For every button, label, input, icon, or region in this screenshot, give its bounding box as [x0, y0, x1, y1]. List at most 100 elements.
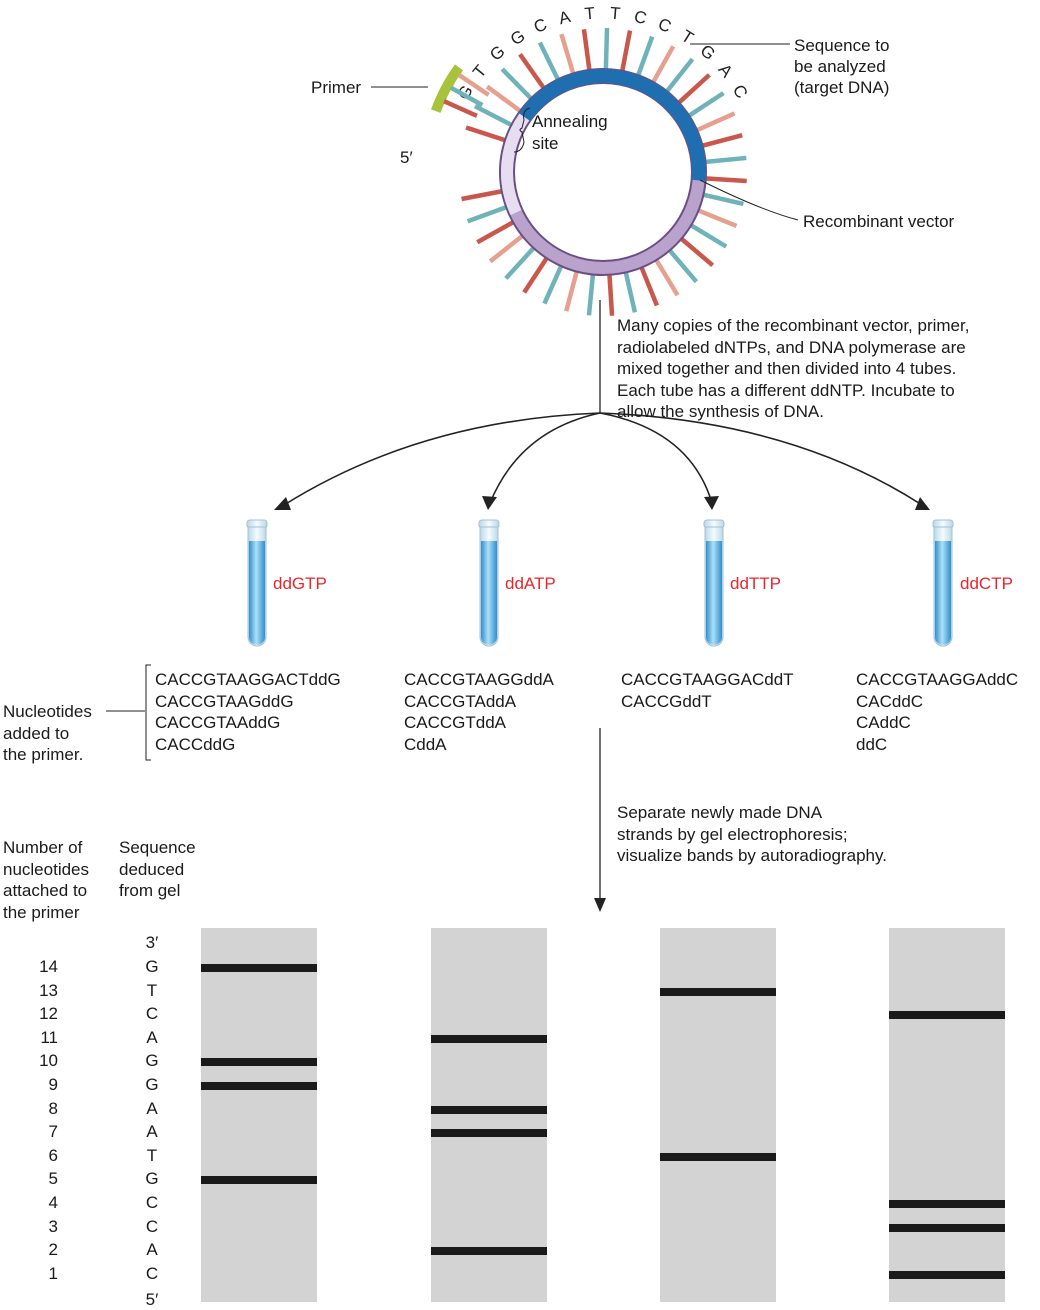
tube-3-label: ddTTP	[730, 574, 782, 593]
target-letter: C	[729, 81, 752, 101]
number-header-line-3: attached to	[3, 881, 88, 900]
gel-row-base: C	[145, 1263, 159, 1283]
gel-lane-ddATP	[431, 928, 547, 1302]
sequence-header-line-1: Sequence	[119, 838, 196, 857]
nucleotide-tick	[542, 264, 564, 305]
gel-band	[431, 1105, 547, 1114]
tube-2-products: CACCGTAAGGddA CACCGTAddA CACCGTddA CddA	[404, 669, 554, 755]
arrowhead-1	[274, 497, 291, 510]
number-header-line-4: the primer	[3, 902, 80, 922]
step2-line-1: Separate newly made DNA	[617, 803, 823, 822]
gel-3prime-label: 3′	[145, 933, 159, 952]
gel-row-number: 12	[39, 1004, 58, 1024]
nucleotide-tick	[537, 41, 561, 82]
arrow-to-tube-2	[489, 412, 601, 504]
product: CACCGTAAGGACddT	[621, 670, 794, 689]
target-label-line-1: Sequence to	[794, 36, 890, 55]
tube-4-label: ddCTP	[960, 574, 1013, 593]
gel-row-base: C	[145, 1193, 159, 1212]
target-label-line-2: be analyzed	[794, 57, 886, 76]
target-label-line-3: (target DNA)	[794, 78, 890, 97]
number-header-line-1: Number of	[3, 838, 83, 857]
nucleotides-bracket	[145, 664, 151, 761]
gel-row-base: T	[146, 1145, 158, 1165]
product: CAddC	[856, 713, 911, 732]
step2-line-2: strands by gel electrophoresis;	[617, 824, 848, 844]
primer-tick	[449, 85, 484, 108]
primer-label: Primer	[311, 78, 362, 97]
nucleotide-tick	[701, 133, 743, 149]
gel-band	[660, 1152, 776, 1161]
nucleotides-label-line-2: added to	[3, 723, 70, 743]
product: CACCGTddA	[404, 713, 507, 732]
gel-band	[201, 1082, 317, 1090]
gel-row-base: A	[146, 1240, 158, 1260]
target-letter: C	[632, 7, 648, 28]
arrow-to-tube-4	[599, 412, 923, 506]
nucleotide-tick	[664, 57, 695, 94]
primer-strand	[431, 64, 464, 113]
target-dna-arc	[518, 69, 706, 181]
arrow-to-tube-1	[283, 412, 601, 506]
plasmid-annealing-arc	[501, 113, 530, 216]
nucleotide-tick	[488, 233, 525, 264]
gel-lane-ddGTP	[201, 928, 317, 1302]
product: CACCGddT	[621, 691, 712, 711]
nucleotides-label-line-1: Nucleotides	[3, 702, 92, 721]
gel-row-base: G	[145, 957, 159, 976]
gel-band	[889, 1223, 1005, 1232]
nucleotide-tick	[473, 104, 514, 128]
target-letter: G	[507, 26, 528, 49]
nucleotide-tick	[564, 270, 580, 312]
gel-row-number: 6	[48, 1145, 58, 1165]
product: CACCGTAAGGddA	[404, 670, 554, 689]
plasmid-nucleotide-ticks	[461, 27, 747, 316]
nucleotide-tick	[704, 176, 747, 184]
target-letter: A	[715, 60, 737, 81]
annealing-label-line-1: Annealing	[532, 112, 608, 131]
step2-line-3: visualize bands by autoradiography.	[617, 846, 887, 865]
nucleotide-tick	[689, 222, 728, 249]
sequence-header-line-3: from gel	[119, 881, 181, 900]
nucleotides-label-line-3: the primer.	[3, 745, 84, 764]
gel-band	[889, 1011, 1005, 1020]
vector-label: Recombinant vector	[803, 212, 955, 231]
arrowhead-gel	[594, 898, 606, 912]
gel-sequence-header: Sequence deduced from gel	[119, 837, 196, 902]
nucleotide-tick	[581, 28, 592, 72]
nucleotide-tick	[619, 30, 633, 73]
nucleotide-tick	[701, 192, 744, 207]
nucleotide-tick	[485, 84, 523, 114]
step1-line-5: allow the synthesis of DNA.	[617, 402, 824, 421]
primer-tick	[443, 99, 478, 118]
nucleotide-tick	[639, 265, 660, 307]
nucleotide-tick	[704, 155, 747, 165]
target-letter: T	[678, 26, 697, 48]
nucleotide-tick	[687, 91, 725, 119]
test-tube-3	[703, 519, 725, 647]
product: CACCGTAAGGAddC	[856, 670, 1019, 689]
nucleotides-added-label: Nucleotides added to the primer.	[3, 701, 92, 766]
product: ddC	[856, 734, 888, 754]
nucleotide-tick	[461, 188, 504, 202]
annealing-bracket	[513, 107, 531, 153]
nucleotide-tick	[504, 245, 536, 280]
annealing-label-line-2: site	[532, 134, 559, 153]
target-letter: T	[469, 61, 490, 81]
gel-row-number: 2	[48, 1240, 58, 1260]
nucleotide-tick	[696, 208, 738, 229]
nucleotide-tick	[476, 219, 516, 245]
product: CACCGTAddA	[404, 691, 517, 711]
test-tube-2	[478, 519, 500, 647]
tube-1-label: ddGTP	[273, 574, 327, 593]
arrowhead-4	[915, 497, 930, 510]
gel-lane-ddCTP	[889, 928, 1005, 1302]
step2-text: Separate newly made DNA strands by gel e…	[617, 802, 887, 867]
product: CACCGTAAGddG	[155, 691, 294, 711]
gel-row-number: 3	[48, 1216, 58, 1236]
gel-number-header: Number of nucleotides attached to the pr…	[3, 837, 89, 923]
gel-row-number: 7	[48, 1122, 58, 1142]
target-letter: T	[584, 4, 596, 24]
gel-row-base: G	[145, 1169, 159, 1189]
